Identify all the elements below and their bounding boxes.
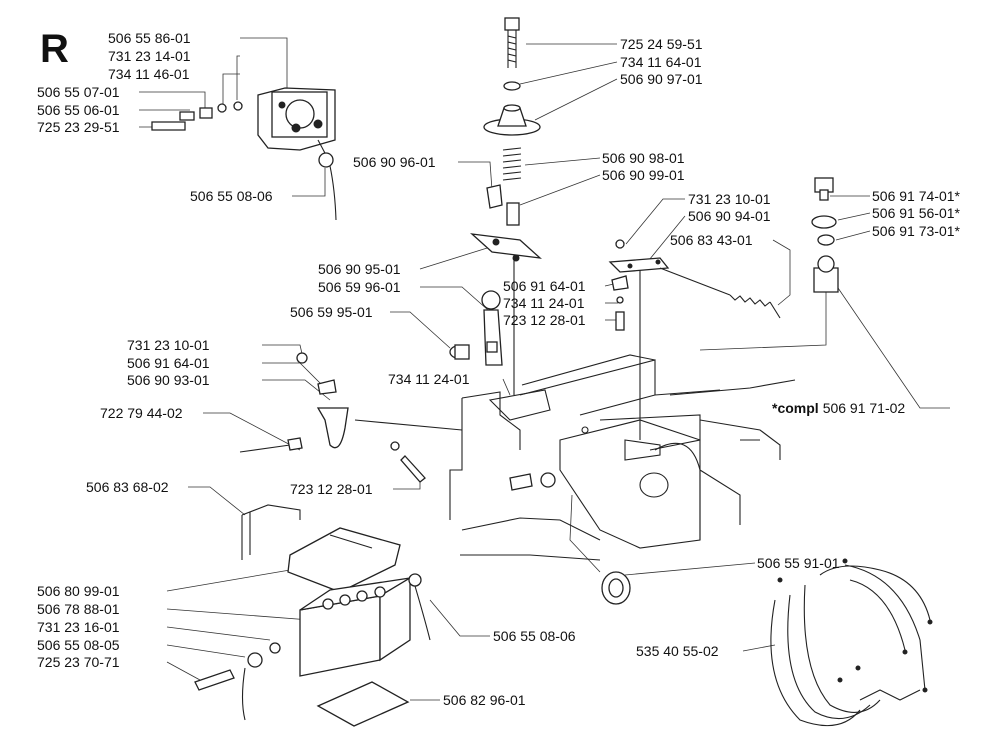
- part-label: 506 55 08-06: [190, 188, 273, 204]
- leader-lines: [139, 37, 950, 701]
- part-label: 725 23 70-71: [37, 654, 120, 670]
- part-label: 734 11 24-01: [388, 371, 470, 387]
- part-label: 506 91 74-01*: [872, 188, 961, 204]
- part-label: 734 11 24-01: [503, 295, 585, 311]
- part-label: 723 12 28-01: [503, 312, 586, 328]
- compl-number: 506 91 71-02: [823, 400, 906, 416]
- part-label: 506 90 96-01: [353, 154, 436, 170]
- bolt-assembly: [470, 17, 542, 395]
- part-label: 723 12 28-01: [290, 481, 373, 497]
- part-label: 506 83 68-02: [86, 479, 169, 495]
- part-label: 725 24 59-51: [620, 36, 703, 52]
- part-label: 725 23 29-51: [37, 119, 120, 135]
- part-label: 506 90 94-01: [688, 208, 771, 224]
- part-label: 506 55 86-01: [108, 30, 191, 46]
- lever-part: [449, 290, 503, 366]
- part-label: 506 55 07-01: [37, 84, 120, 100]
- part-label: 506 55 08-06: [493, 628, 576, 644]
- part-label: 731 23 14-01: [108, 48, 191, 64]
- part-label: 506 91 64-01: [503, 278, 586, 294]
- part-label: 506 90 95-01: [318, 261, 401, 277]
- part-label: 506 91 73-01*: [872, 223, 961, 239]
- part-label: 535 40 55-02: [636, 643, 719, 659]
- part-label: 506 55 08-05: [37, 637, 120, 653]
- part-label: 722 79 44-02: [100, 405, 183, 421]
- ignition-switch: [811, 177, 839, 293]
- part-label: 734 11 46-01: [108, 66, 190, 82]
- part-number-labels: 506 55 86-01 731 23 14-01 734 11 46-01 5…: [37, 30, 961, 708]
- section-letter: R: [40, 27, 69, 71]
- part-label: 506 90 93-01: [127, 372, 210, 388]
- part-label: 506 78 88-01: [37, 601, 120, 617]
- solenoid-part: [151, 87, 337, 221]
- part-label: 731 23 10-01: [688, 191, 771, 207]
- part-label: 506 91 56-01*: [872, 205, 961, 221]
- compl-prefix: *compl: [772, 400, 819, 416]
- part-label: 506 90 97-01: [620, 71, 703, 87]
- part-label: 506 80 99-01: [37, 583, 120, 599]
- battery-part: [194, 504, 431, 727]
- part-label: 506 90 98-01: [602, 150, 685, 166]
- part-label: 506 59 96-01: [318, 279, 401, 295]
- part-label: 506 91 64-01: [127, 355, 210, 371]
- part-label: 734 11 64-01: [620, 54, 702, 70]
- part-label: 506 90 99-01: [602, 167, 685, 183]
- part-label: 506 82 96-01: [443, 692, 526, 708]
- tractor-frame: [354, 354, 796, 561]
- part-label: 731 23 16-01: [37, 619, 120, 635]
- spring-bracket: [608, 239, 781, 440]
- wiring-harness: [770, 558, 933, 727]
- part-label: 506 59 95-01: [290, 304, 373, 320]
- part-label: 506 55 91-01: [757, 555, 840, 571]
- part-label: 506 83 43-01: [670, 232, 753, 248]
- connector-parts: [239, 352, 556, 491]
- part-label: 506 55 06-01: [37, 102, 120, 118]
- part-label: 731 23 10-01: [127, 337, 210, 353]
- ring-part: [601, 571, 631, 605]
